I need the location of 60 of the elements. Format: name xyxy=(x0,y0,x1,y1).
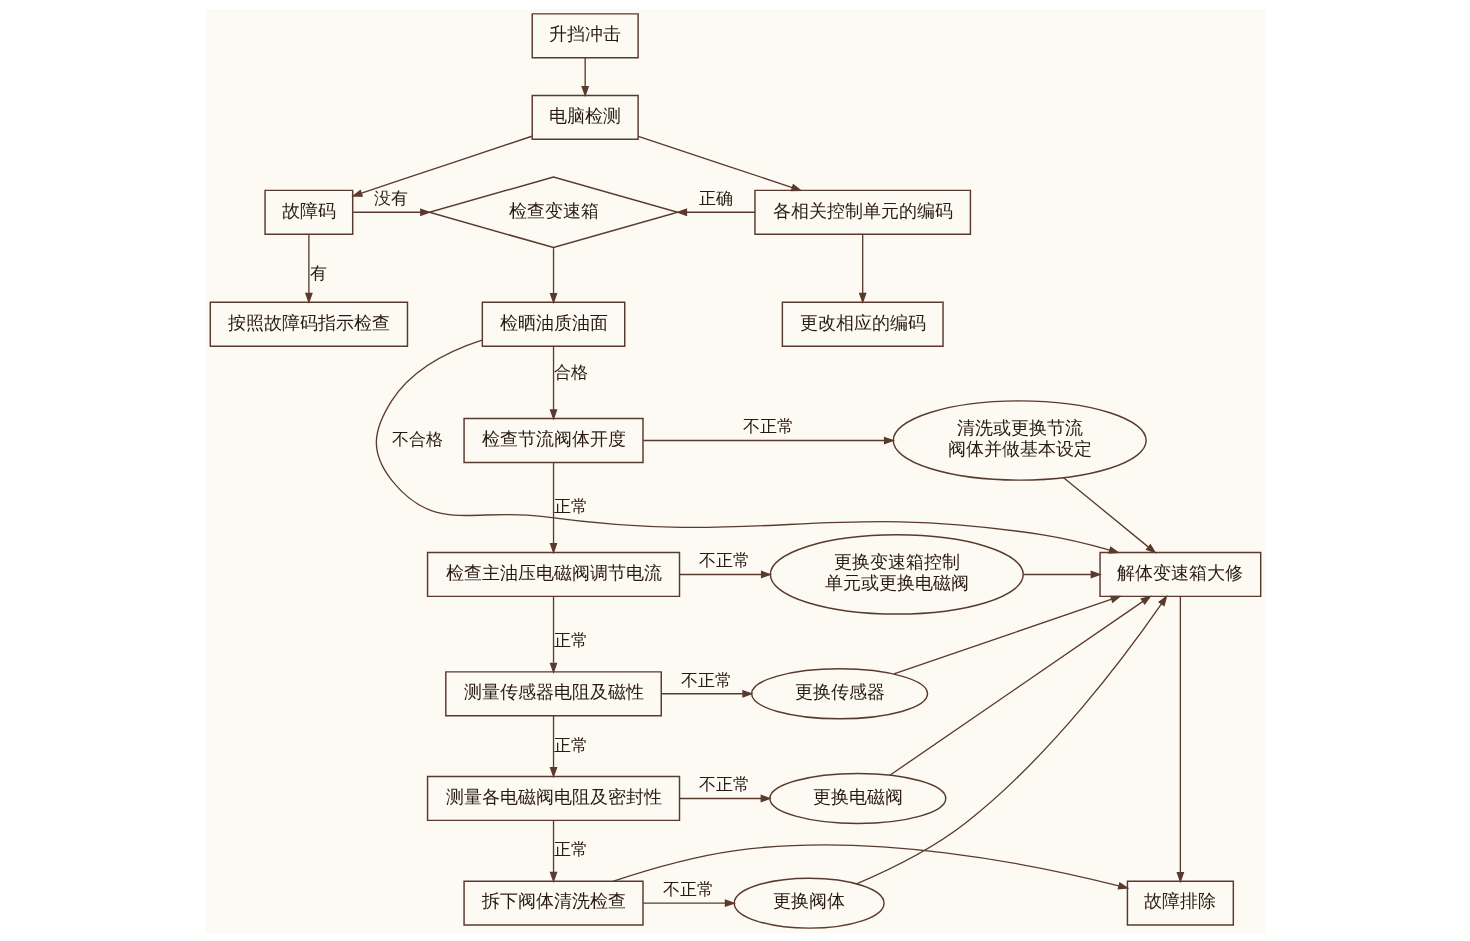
arrow xyxy=(889,594,1152,776)
edge-label: 没有 xyxy=(373,187,408,208)
node-box: 更改相应的编码 xyxy=(781,301,944,347)
edge-label: 不正常 xyxy=(662,878,714,899)
arrow xyxy=(858,233,867,304)
arrow xyxy=(678,570,772,578)
arrow xyxy=(304,233,313,304)
arrow xyxy=(1175,595,1184,883)
arrow xyxy=(1022,570,1102,578)
arrow xyxy=(549,246,557,304)
arrow xyxy=(675,207,756,216)
arrow xyxy=(375,338,1120,554)
node-ellipse: 更换电磁阀 xyxy=(768,772,946,824)
edge-label: 不合格 xyxy=(391,428,443,449)
arrow xyxy=(660,689,753,698)
node-ellipse: 清洗或更换节流阀体并做基本设定 xyxy=(892,399,1147,481)
node-box: 各相关控制单元的编码 xyxy=(753,189,971,235)
edge-label: 正常 xyxy=(553,495,588,516)
arrow xyxy=(642,436,895,444)
node-box: 拆下阀体清洗检查 xyxy=(462,880,644,926)
node-box: 升挡冲击 xyxy=(531,12,639,58)
arrow xyxy=(678,794,772,802)
node-box: 测量各电磁阀电阻及密封性 xyxy=(426,775,680,821)
edge-label: 正确 xyxy=(698,187,733,208)
arrow xyxy=(350,135,533,197)
node-box: 电脑检测 xyxy=(531,94,639,140)
arrow xyxy=(549,345,557,421)
arrow xyxy=(549,819,557,883)
edge-label: 有 xyxy=(309,262,327,283)
node-box: 检查主油压电磁阀调节电流 xyxy=(426,551,680,597)
edge-label: 合格 xyxy=(553,361,588,382)
arrow xyxy=(549,714,557,778)
node-box: 检晒油质油面 xyxy=(481,301,625,347)
arrow xyxy=(352,207,431,216)
arrow xyxy=(612,843,1129,890)
edge-label: 正常 xyxy=(553,838,588,859)
edge-label: 不正常 xyxy=(680,669,732,690)
node-box: 故障码 xyxy=(263,189,353,235)
node-ellipse: 更换变速箱控制单元或更换电磁阀 xyxy=(769,533,1024,615)
node-box: 检查节流阀体开度 xyxy=(462,417,644,463)
node-box: 按照故障码指示检查 xyxy=(209,301,408,347)
arrow xyxy=(1062,476,1157,554)
node-box: 故障排除 xyxy=(1126,880,1234,926)
edge-label: 不正常 xyxy=(742,415,794,436)
arrow xyxy=(642,898,736,907)
edge-label: 正常 xyxy=(553,629,588,650)
edge-label: 不正常 xyxy=(698,773,750,794)
arrow xyxy=(855,594,1168,884)
arrow xyxy=(637,135,802,191)
node-box: 测量传感器电阻及磁性 xyxy=(444,670,662,716)
node-box: 解体变速箱大修 xyxy=(1098,551,1261,597)
arrow xyxy=(580,56,589,97)
edge-label: 正常 xyxy=(553,734,588,755)
node-ellipse: 更换传感器 xyxy=(750,667,928,719)
arrow xyxy=(892,595,1122,675)
node-diamond: 检查变速箱 xyxy=(426,175,680,248)
edge-label: 不正常 xyxy=(698,549,750,570)
arrow xyxy=(549,461,557,554)
arrow xyxy=(549,595,557,674)
node-ellipse: 更换阀体 xyxy=(733,876,885,929)
